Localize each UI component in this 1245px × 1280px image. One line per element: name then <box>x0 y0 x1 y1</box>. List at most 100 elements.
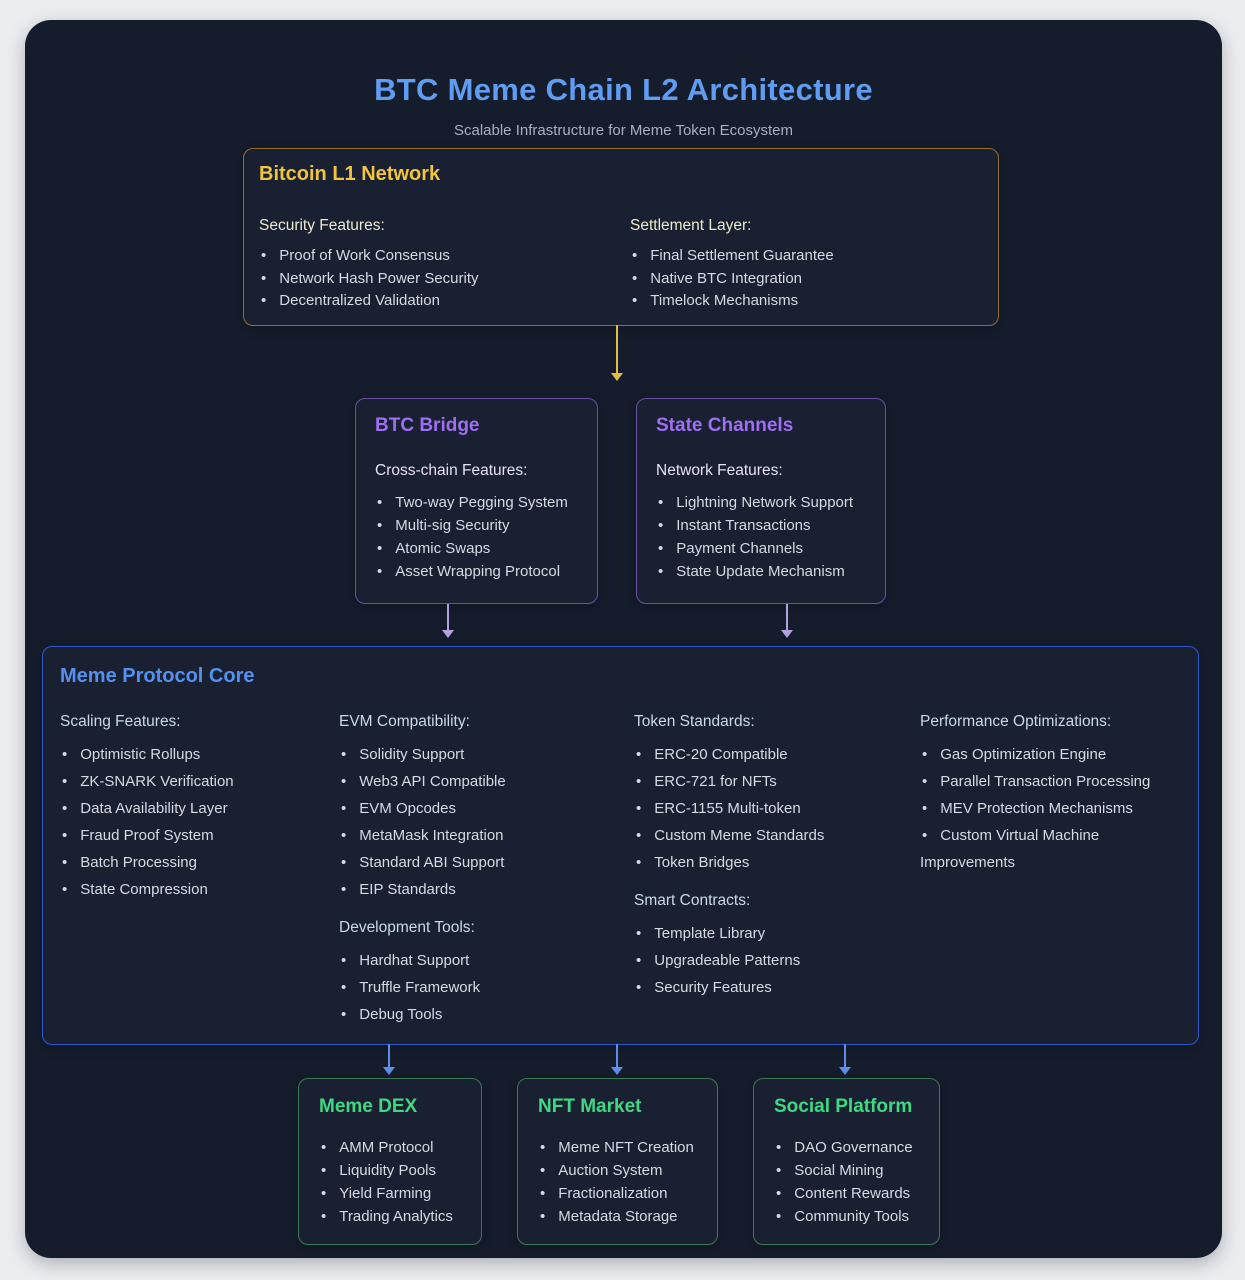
feature-list: Proof of Work ConsensusNetwork Hash Powe… <box>259 245 609 313</box>
core-column-scaling: Scaling Features: Optimistic RollupsZK-S… <box>60 711 322 903</box>
list-item: Liquidity Pools <box>319 1159 469 1182</box>
list-item: Web3 API Compatible <box>339 768 609 795</box>
list-item: EIP Standards <box>339 876 609 903</box>
list-item: Yield Farming <box>319 1182 469 1205</box>
list-item: Two-way Pegging System <box>375 491 580 514</box>
list-item: ERC-20 Compatible <box>634 741 904 768</box>
feature-list: DAO GovernanceSocial MiningContent Rewar… <box>774 1136 934 1228</box>
list-item: Template Library <box>634 920 904 947</box>
feature-list: Optimistic RollupsZK-SNARK VerificationD… <box>60 741 322 903</box>
core-column-evm: EVM Compatibility: Solidity SupportWeb3 … <box>339 711 609 1028</box>
list-item: Batch Processing <box>60 849 322 876</box>
list-item: State Update Mechanism <box>656 560 871 583</box>
list-item: Trading Analytics <box>319 1205 469 1228</box>
feature-list: Solidity SupportWeb3 API CompatibleEVM O… <box>339 741 609 903</box>
list-item: ERC-1155 Multi-token <box>634 795 904 822</box>
list-item: Multi-sig Security <box>375 514 580 537</box>
node-state-channels: State Channels Network Features: Lightni… <box>636 398 886 604</box>
node-title: NFT Market <box>538 1096 642 1117</box>
list-item: Network Hash Power Security <box>259 268 609 291</box>
feature-list: Template LibraryUpgradeable PatternsSecu… <box>634 920 904 1001</box>
list-item: Custom Virtual Machine Improvements <box>920 822 1182 876</box>
list-item: Asset Wrapping Protocol <box>375 560 580 583</box>
list-item: Parallel Transaction Processing <box>920 768 1182 795</box>
list-item: Social Mining <box>774 1159 934 1182</box>
list-item: MEV Protection Mechanisms <box>920 795 1182 822</box>
feature-list: Final Settlement GuaranteeNative BTC Int… <box>630 245 980 313</box>
node-title: Meme DEX <box>319 1096 418 1117</box>
list-item: Solidity Support <box>339 741 609 768</box>
list-item: Meme NFT Creation <box>538 1136 708 1159</box>
node-social-platform: Social Platform DAO GovernanceSocial Min… <box>753 1078 940 1245</box>
list-item: Debug Tools <box>339 1001 609 1028</box>
node-btc-bridge: BTC Bridge Cross-chain Features: Two-way… <box>355 398 598 604</box>
list-item: Proof of Work Consensus <box>259 245 609 268</box>
list-item: Truffle Framework <box>339 974 609 1001</box>
feature-list: Two-way Pegging SystemMulti-sig Security… <box>375 491 580 583</box>
list-item: Final Settlement Guarantee <box>630 245 980 268</box>
section-header: Cross-chain Features: <box>375 462 528 479</box>
section-header: Token Standards: <box>634 713 755 730</box>
feature-list: Gas Optimization EngineParallel Transact… <box>920 741 1182 876</box>
list-item: Optimistic Rollups <box>60 741 322 768</box>
core-column-tokens: Token Standards: ERC-20 CompatibleERC-72… <box>634 711 904 1001</box>
list-item: ERC-721 for NFTs <box>634 768 904 795</box>
list-item: DAO Governance <box>774 1136 934 1159</box>
list-item: Instant Transactions <box>656 514 871 537</box>
feature-list: AMM ProtocolLiquidity PoolsYield Farming… <box>319 1136 469 1228</box>
section-header: Network Features: <box>656 462 783 479</box>
list-item: Hardhat Support <box>339 947 609 974</box>
section-header: Development Tools: <box>339 919 475 936</box>
list-item: State Compression <box>60 876 322 903</box>
list-item: Payment Channels <box>656 537 871 560</box>
list-item: Timelock Mechanisms <box>630 290 980 313</box>
list-item: Native BTC Integration <box>630 268 980 291</box>
bitcoin-security-column: Security Features: Proof of Work Consens… <box>259 215 609 313</box>
arrow-down-core-to-dex <box>383 1044 395 1075</box>
arrow-down-core-to-nft <box>611 1044 623 1075</box>
section-header: Settlement Layer: <box>630 217 752 234</box>
list-item: Gas Optimization Engine <box>920 741 1182 768</box>
feature-list: Meme NFT CreationAuction SystemFractiona… <box>538 1136 708 1228</box>
arrow-down-bridge-to-core <box>442 604 454 638</box>
arrow-down-channels-to-core <box>781 604 793 638</box>
list-item: Token Bridges <box>634 849 904 876</box>
feature-list: ERC-20 CompatibleERC-721 for NFTsERC-115… <box>634 741 904 876</box>
list-item: Standard ABI Support <box>339 849 609 876</box>
section-header: Performance Optimizations: <box>920 713 1112 730</box>
node-title: Meme Protocol Core <box>60 665 255 687</box>
list-item: Content Rewards <box>774 1182 934 1205</box>
list-item: Custom Meme Standards <box>634 822 904 849</box>
node-nft-market: NFT Market Meme NFT CreationAuction Syst… <box>517 1078 718 1245</box>
list-item: Lightning Network Support <box>656 491 871 514</box>
node-title: Bitcoin L1 Network <box>259 163 441 185</box>
node-bitcoin-l1: Bitcoin L1 Network Security Features: Pr… <box>243 148 999 326</box>
list-item: Decentralized Validation <box>259 290 609 313</box>
page-title: BTC Meme Chain L2 Architecture <box>374 72 873 107</box>
list-item: EVM Opcodes <box>339 795 609 822</box>
channels-features-column: Network Features: Lightning Network Supp… <box>656 460 871 583</box>
list-item: Community Tools <box>774 1205 934 1228</box>
bitcoin-settlement-column: Settlement Layer: Final Settlement Guara… <box>630 215 980 313</box>
list-item: Auction System <box>538 1159 708 1182</box>
social-features-column: DAO GovernanceSocial MiningContent Rewar… <box>774 1136 934 1228</box>
list-item: ZK-SNARK Verification <box>60 768 322 795</box>
section-header: Scaling Features: <box>60 713 181 730</box>
arrow-down-core-to-social <box>839 1044 851 1075</box>
core-column-performance: Performance Optimizations: Gas Optimizat… <box>920 711 1182 876</box>
list-item: Security Features <box>634 974 904 1001</box>
list-item: Fractionalization <box>538 1182 708 1205</box>
list-item: AMM Protocol <box>319 1136 469 1159</box>
section-header: Security Features: <box>259 217 385 234</box>
diagram-panel: BTC Meme Chain L2 Architecture Scalable … <box>25 20 1222 1258</box>
list-item: Data Availability Layer <box>60 795 322 822</box>
page-subtitle: Scalable Infrastructure for Meme Token E… <box>453 122 794 139</box>
node-title: Social Platform <box>774 1096 913 1117</box>
list-item: MetaMask Integration <box>339 822 609 849</box>
list-item: Upgradeable Patterns <box>634 947 904 974</box>
node-title: BTC Bridge <box>375 415 480 436</box>
node-meme-protocol-core: Meme Protocol Core Scaling Features: Opt… <box>42 646 1199 1045</box>
feature-list: Lightning Network SupportInstant Transac… <box>656 491 871 583</box>
list-item: Metadata Storage <box>538 1205 708 1228</box>
